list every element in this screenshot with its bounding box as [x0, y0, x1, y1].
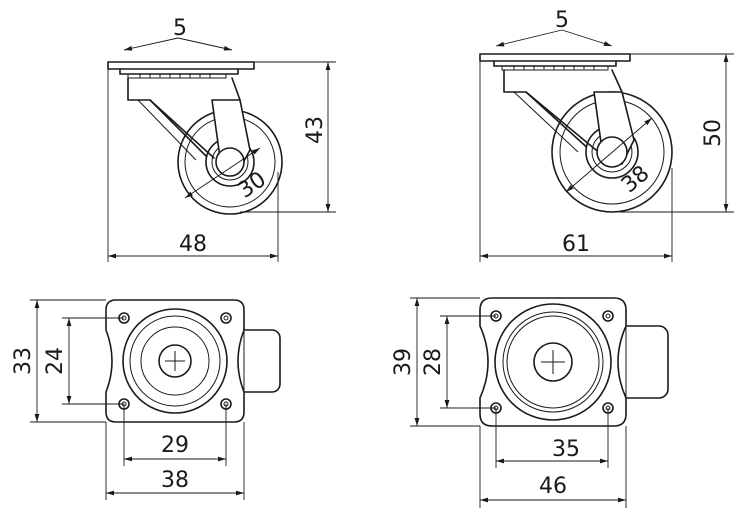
large-top-dim-39: 39 [391, 348, 416, 376]
large-caster-top-view: 39 28 35 46 [391, 297, 669, 508]
large-side-dim-61: 61 [562, 232, 590, 257]
small-top-plate [107, 61, 255, 70]
small-top-dim-33: 33 [11, 347, 36, 375]
small-caster-side-view: 5 30 43 48 [107, 16, 336, 262]
large-top-dim-46: 46 [539, 474, 567, 499]
small-top-dim-38: 38 [161, 468, 189, 493]
large-kingpin [533, 342, 573, 382]
small-top-dim-24: 24 [43, 347, 68, 375]
large-caster-side-view: 5 38 50 61 [479, 8, 734, 262]
small-kingpin [158, 344, 192, 378]
small-side-dim-5: 5 [173, 16, 187, 41]
large-side-dim-50: 50 [701, 119, 726, 147]
large-top-plate [479, 53, 631, 62]
small-caster-top-view: 33 24 29 38 [11, 299, 281, 500]
large-side-dim-5: 5 [555, 8, 569, 33]
large-top-dim-28: 28 [421, 348, 446, 376]
small-top-dim-29: 29 [161, 433, 189, 458]
large-top-dim-35: 35 [552, 437, 580, 462]
small-side-dim-43: 43 [303, 116, 328, 144]
small-side-dim-48: 48 [179, 232, 207, 257]
